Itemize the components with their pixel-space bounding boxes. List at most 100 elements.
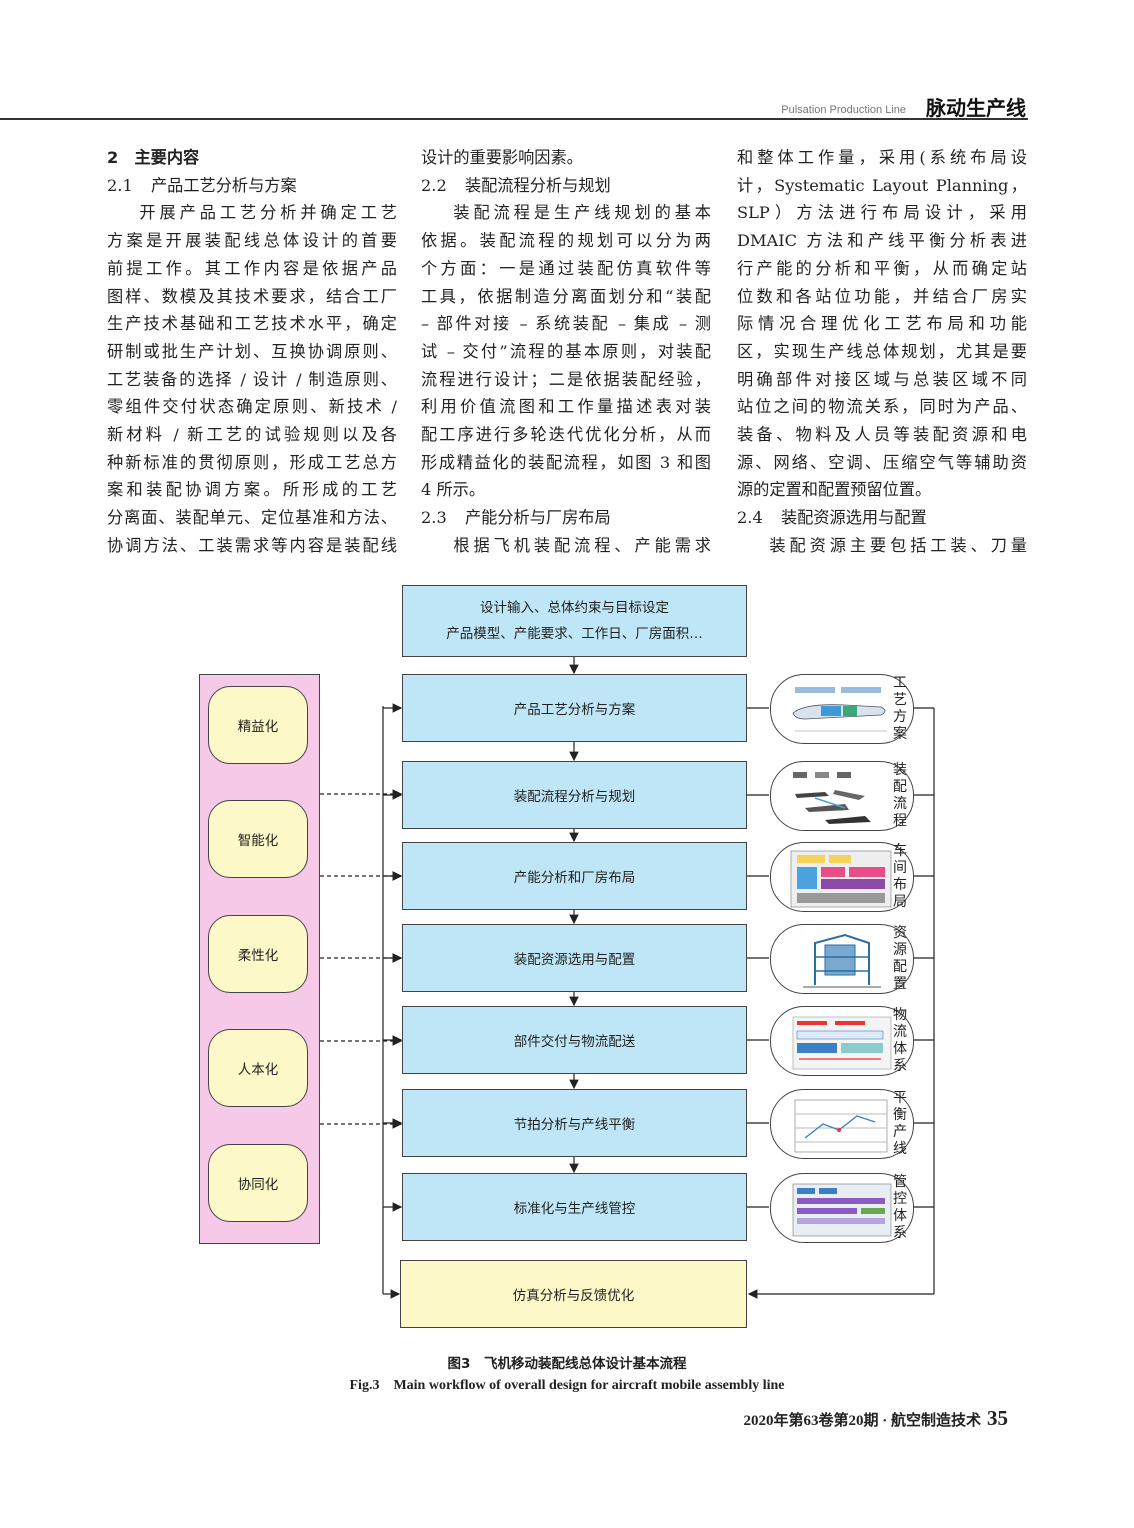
principle-lean: 精益化 <box>208 686 308 764</box>
output-control-system-sketch <box>792 1183 892 1237</box>
body-text-line: 装备、物料及人员等装配资源和电 <box>737 425 1027 445</box>
body-text-line: 分离面、装配单元、定位基准和方法、 <box>107 508 397 528</box>
page-number: 35 <box>987 1406 1008 1430</box>
body-text-line: 源的定置和配置预留位置。 <box>737 480 932 500</box>
output-logistics-system-label: 物流体系 <box>893 1007 907 1074</box>
subsection-title: 装配流程分析与规划 <box>465 175 611 195</box>
output-process-plan-thumbnail <box>770 674 914 744</box>
design-input-line1: 设计输入、总体约束与目标设定 <box>480 600 669 616</box>
subsection-heading: 2.2 装配流程分析与规划 <box>421 172 711 200</box>
output-resource-config-thumbnail <box>770 924 914 994</box>
step-resource-config: 装配资源选用与配置 <box>402 924 747 992</box>
body-text-line: 根据飞机装配流程、产能需求 <box>453 535 711 555</box>
subsection-title: 产品工艺分析与方案 <box>151 175 297 195</box>
body-text-line: 区，实现生产线总体规划，尤其是要 <box>737 341 1027 361</box>
body-text-line: DMAIC 方法和产线平衡分析表进 <box>737 231 1027 251</box>
step-delivery-logistics: 部件交付与物流配送 <box>402 1006 747 1074</box>
body-text-line: 4 所示。 <box>421 480 486 500</box>
body-text-line: 装配资源主要包括工装、刀量 <box>769 535 1027 555</box>
body-text-line: 依据。装配流程的规划可以分为两 <box>421 231 711 251</box>
output-process-plan-sketch <box>792 687 887 732</box>
body-text-line: 案和装配协调方案。所形成的工艺 <box>107 480 397 500</box>
body-text-line: 协调方法、工装需求等内容是装配线 <box>107 535 397 555</box>
body-text-line: 生产技术基础和工艺技术水平，确定 <box>107 314 397 334</box>
body-text-line: 际情况合理优化工艺布局和功能 <box>737 314 1027 334</box>
output-logistics-system-thumbnail <box>770 1006 914 1076</box>
body-text-line: 工具，依据制造分离面划分和“装配 <box>421 286 711 306</box>
output-workshop-layout-thumbnail <box>770 842 914 912</box>
body-text-line: 站位之间的物流关系，同时为产品、 <box>737 397 1027 417</box>
figure-caption-chinese: 图3 飞机移动装配线总体设计基本流程 <box>447 1356 687 1372</box>
body-text-line: 开展产品工艺分析并确定工艺 <box>139 203 397 223</box>
subsection-number: 2.4 <box>737 508 763 528</box>
step-assembly-flow: 装配流程分析与规划 <box>402 761 747 829</box>
running-header: Pulsation Production Line 脉动生产线 <box>0 86 1028 120</box>
body-text-line: 形成精益化的装配流程，如图 3 和图 <box>421 452 711 472</box>
output-balanced-line-thumbnail <box>770 1089 914 1159</box>
section-heading: 2 主要内容 <box>107 148 200 167</box>
simulation-feedback-box: 仿真分析与反馈优化 <box>400 1260 747 1328</box>
body-text-line: 计，Systematic Layout Planning， <box>737 175 1027 195</box>
output-assembly-flow-sketch <box>793 772 871 824</box>
page-footer: 2020年第63卷第20期 · 航空制造技术 35 <box>743 1406 1008 1431</box>
principle-human: 人本化 <box>208 1029 308 1107</box>
figure-caption-english: Fig.3 Main workflow of overall design fo… <box>349 1378 785 1393</box>
body-text-line: 和整体工作量，采用(系统布局设 <box>737 148 1027 167</box>
body-text-line: – 部件对接 – 系统装配 – 集成 – 测 <box>421 314 711 334</box>
body-text-line: 工艺装备的选择 / 设计 / 制造原则、 <box>107 369 397 389</box>
principle-flexible: 柔性化 <box>208 915 308 993</box>
output-control-system-thumbnail <box>770 1173 914 1243</box>
body-text-line: 流程进行设计；二是依据装配经验， <box>421 369 711 389</box>
output-resource-config-sketch <box>803 933 881 988</box>
subsection-title: 产能分析与厂房布局 <box>465 508 611 528</box>
body-text-line: 配工序进行多轮迭代优化分析，从而 <box>421 425 711 445</box>
body-text-line: 个方面：一是通过装配仿真软件等 <box>421 258 711 278</box>
design-input-line2: 产品模型、产能要求、工作日、厂房面积… <box>446 626 703 642</box>
text-column-2: 设计的重要影响因素。 2.2 装配流程分析与规划装配流程是生产线规划的基本依据。装配… <box>421 144 711 560</box>
body-text-line: 研制或批生产计划、互换协调原则、 <box>107 341 397 361</box>
principle-collaborative: 协同化 <box>208 1144 308 1222</box>
output-logistics-system-sketch <box>792 1016 892 1070</box>
principle-intelligent: 智能化 <box>208 800 308 878</box>
output-assembly-flow-thumbnail <box>770 761 914 831</box>
body-text-line: 明确部件对接区域与总装区域不同 <box>737 369 1027 389</box>
body-text-line: 前提工作。其工作内容是依据产品 <box>107 258 397 278</box>
body-text-line: 零组件交付状态确定原则、新技术 / <box>107 397 397 417</box>
output-workshop-layout-label: 车间布局 <box>893 843 907 910</box>
body-text-line: 源、网络、空调、压缩空气等辅助资 <box>737 452 1027 472</box>
output-balanced-line-sketch <box>794 1099 888 1153</box>
subsection-heading: 2.3 产能分析与厂房布局 <box>421 504 711 532</box>
subsection-number: 2.2 <box>421 175 447 195</box>
running-header-english: Pulsation Production Line <box>781 104 906 116</box>
subsection-heading: 2.1 产品工艺分析与方案 <box>107 172 397 200</box>
design-input-box: 设计输入、总体约束与目标设定 产品模型、产能要求、工作日、厂房面积… <box>402 585 747 657</box>
text-column-3: 和整体工作量，采用(系统布局设计，Systematic Layout Plann… <box>737 144 1027 560</box>
text-column-1: 2 主要内容 2.1 产品工艺分析与方案开展产品工艺分析并确定工艺方案是开展装配线总… <box>107 144 397 560</box>
step-standard-control: 标准化与生产线管控 <box>402 1173 747 1241</box>
output-balanced-line-label: 平衡产线 <box>893 1090 907 1157</box>
subsection-number: 2.3 <box>421 508 447 528</box>
subsection-heading: 2.4 装配资源选用与配置 <box>737 504 1027 532</box>
output-assembly-flow-label: 装配流程 <box>893 762 907 829</box>
subsection-number: 2.1 <box>107 175 133 195</box>
body-text-line: 利用价值流图和工作量描述表对装 <box>421 397 711 417</box>
journal-info: 2020年第63卷第20期 · 航空制造技术 <box>743 1413 981 1429</box>
body-text-line: 试 – 交付”流程的基本原则，对装配 <box>421 341 711 361</box>
body-text-line: 设计的重要影响因素。 <box>421 148 583 167</box>
body-text-line: 图样、数模及其技术要求，结合工厂 <box>107 286 397 306</box>
step-process-analysis: 产品工艺分析与方案 <box>402 674 747 742</box>
body-text-line: 位数和各站位功能，并结合厂房实 <box>737 286 1027 306</box>
running-header-chinese: 脉动生产线 <box>926 96 1026 120</box>
step-takt-balance: 节拍分析与产线平衡 <box>402 1089 747 1157</box>
step-capacity-layout: 产能分析和厂房布局 <box>402 842 747 910</box>
subsection-title: 装配资源选用与配置 <box>781 508 927 528</box>
body-text-line: 新材料 / 新工艺的试验规则以及各 <box>107 425 397 445</box>
body-text-line: 种新标准的贯彻原则，形成工艺总方 <box>107 452 397 472</box>
output-resource-config-label: 资源配置 <box>893 925 907 992</box>
body-text-line: SLP）方法进行布局设计，采用 <box>737 203 1027 223</box>
output-process-plan-label: 工艺方案 <box>893 675 907 742</box>
body-text-line: 装配流程是生产线规划的基本 <box>453 203 711 223</box>
output-control-system-label: 管控体系 <box>893 1174 907 1241</box>
output-workshop-layout-sketch <box>790 850 892 908</box>
body-text-line: 方案是开展装配线总体设计的首要 <box>107 231 397 251</box>
